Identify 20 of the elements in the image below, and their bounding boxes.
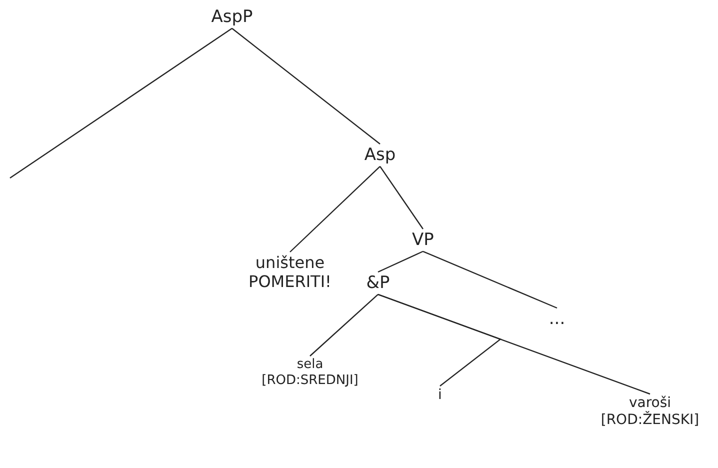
tree-branch xyxy=(310,294,378,356)
feature-label: POMERITI! xyxy=(248,272,332,292)
node-label: uništene xyxy=(254,253,326,272)
node-label: VP xyxy=(412,230,434,250)
node-label: AspP xyxy=(211,7,253,28)
feature-label: [ROD:SREDNJI] xyxy=(262,372,358,388)
tree-branch xyxy=(290,166,380,252)
tree-branch xyxy=(378,294,650,395)
node-label: ... xyxy=(548,309,566,330)
tree-branch xyxy=(10,28,232,178)
tree-branch xyxy=(380,166,424,230)
tree-branch xyxy=(232,28,380,144)
node-label: Asp xyxy=(364,145,396,166)
node-label: &P xyxy=(366,273,390,294)
node-label: varoši xyxy=(628,395,672,411)
tree-branch xyxy=(422,250,558,309)
node-label: i xyxy=(438,387,442,404)
feature-label: [ROD:ŽENSKI] xyxy=(600,412,700,429)
tree-branch xyxy=(378,250,424,273)
node-label: sela xyxy=(296,357,324,373)
